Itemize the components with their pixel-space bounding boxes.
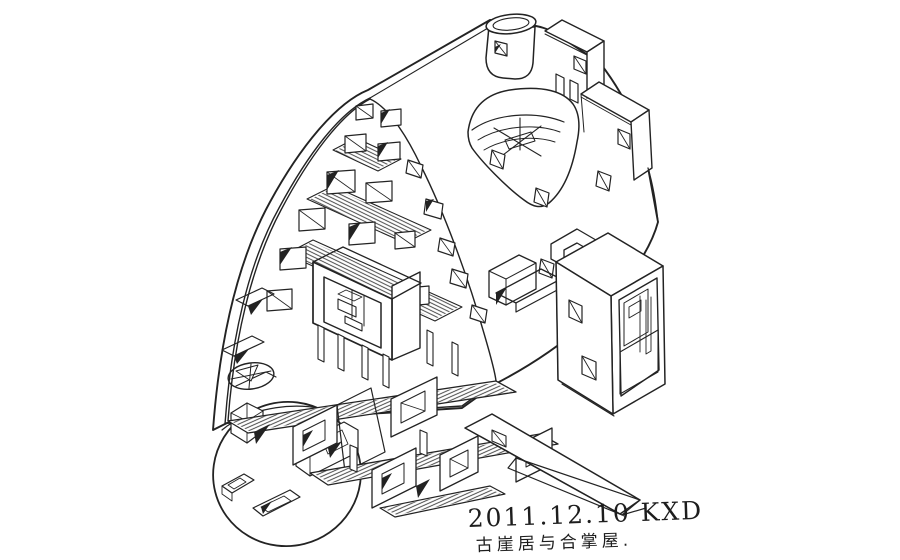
caption: 2011.12.10 KXD 古崖居与合掌屋. bbox=[467, 496, 703, 556]
roof-niche-balcony bbox=[467, 87, 580, 208]
window-opening bbox=[489, 149, 550, 208]
window-opening bbox=[617, 128, 631, 150]
box-room bbox=[550, 228, 666, 417]
central-room bbox=[312, 246, 422, 361]
lower-cutaway bbox=[227, 376, 559, 518]
entry-ramp bbox=[464, 413, 647, 517]
courtyard-wall bbox=[292, 376, 438, 473]
left-balcony-wedges bbox=[221, 287, 277, 387]
caption-title: 古崖居与合掌屋. bbox=[475, 531, 632, 556]
section-columns bbox=[317, 324, 459, 389]
ridge-line bbox=[369, 27, 489, 99]
caption-date-signature: 2011.12.10 KXD bbox=[467, 496, 703, 533]
window-opening bbox=[491, 429, 507, 448]
window-opening bbox=[568, 299, 597, 381]
shell-balcony bbox=[488, 254, 562, 313]
ground-detail-ellipse bbox=[212, 400, 362, 548]
window-opening bbox=[494, 40, 508, 57]
small-detail-ellipse bbox=[227, 362, 275, 390]
stepped-box-lower bbox=[580, 81, 659, 223]
window-opening bbox=[573, 55, 587, 75]
stippled-wall bbox=[227, 98, 497, 422]
chimney bbox=[485, 13, 537, 80]
cut-face bbox=[227, 98, 497, 422]
shell-windows bbox=[538, 170, 612, 279]
